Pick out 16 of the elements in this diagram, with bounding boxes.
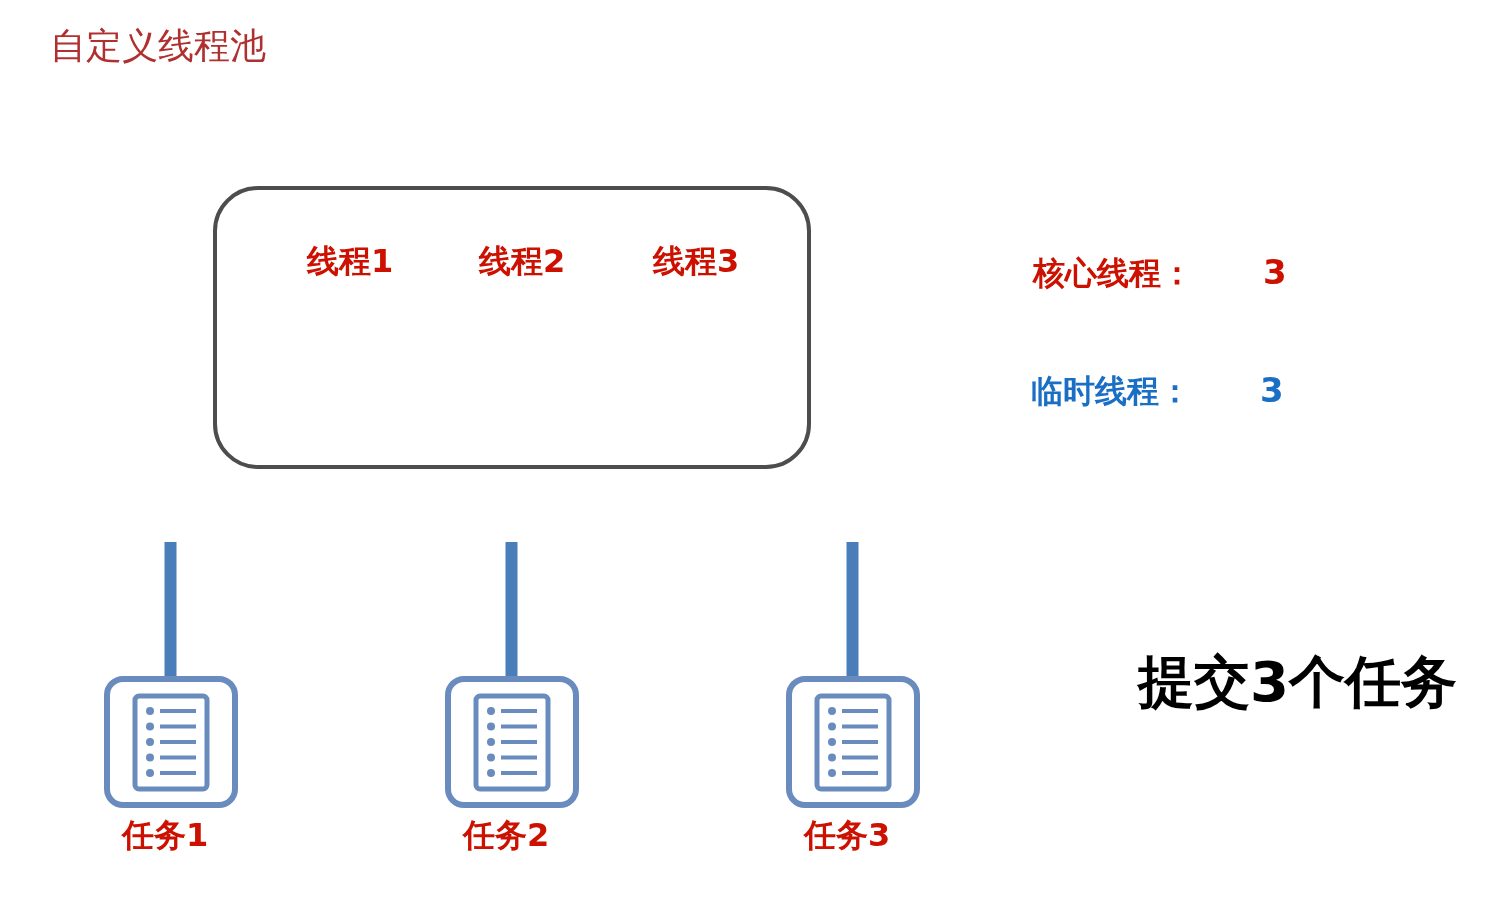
- submit-tasks-text: 提交3个任务: [1138, 648, 1457, 716]
- core-thread-count: 3: [1263, 252, 1287, 292]
- task-label: 任务3: [804, 815, 891, 856]
- core-thread-label: 核心线程：: [1033, 253, 1193, 294]
- thread-label: 线程2: [479, 241, 566, 282]
- connector-line: [846, 542, 859, 676]
- title: 自定义线程池: [50, 24, 266, 68]
- connector-line: [164, 542, 177, 676]
- thread-label: 线程3: [653, 241, 740, 282]
- temp-thread-count: 3: [1260, 370, 1284, 410]
- thread-pool-box: [213, 186, 811, 469]
- task-label: 任务2: [463, 815, 550, 856]
- thread-label: 线程1: [307, 241, 394, 282]
- task-label: 任务1: [122, 815, 209, 856]
- connector-line: [505, 542, 518, 676]
- temp-thread-label: 临时线程：: [1031, 371, 1191, 412]
